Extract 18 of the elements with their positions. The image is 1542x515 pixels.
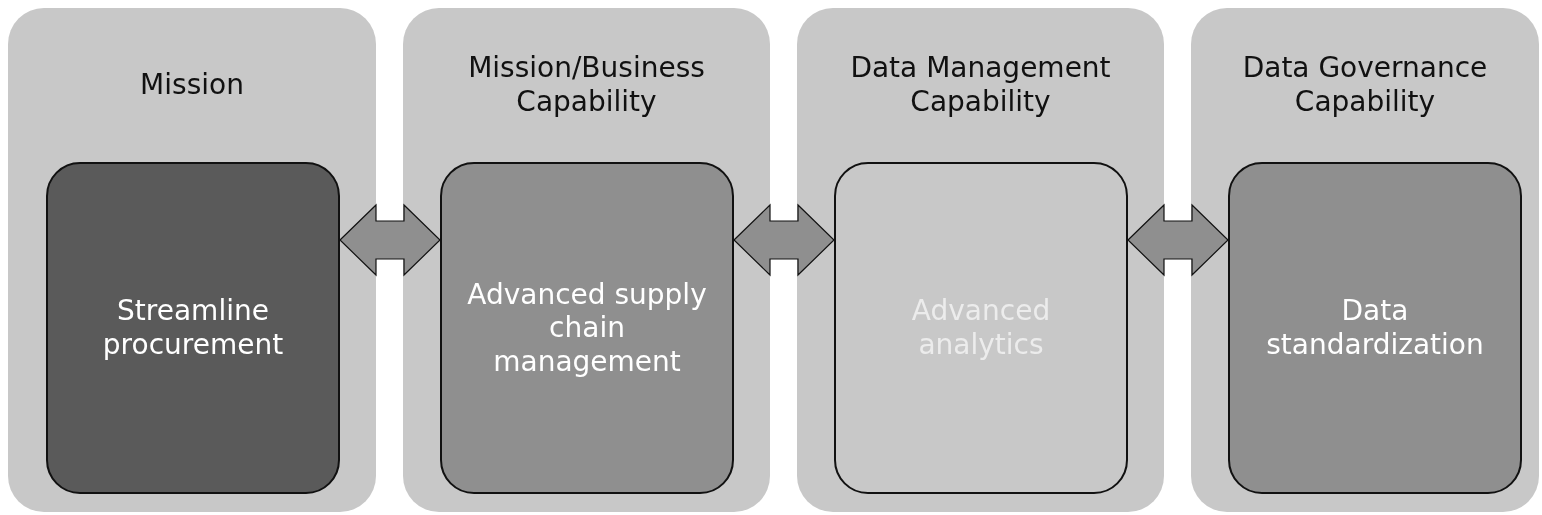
column-panel: [8, 8, 376, 512]
column-panel: [1191, 8, 1539, 512]
column-panel: [797, 8, 1164, 512]
capability-text: Streamline procurement: [101, 294, 285, 362]
capability-box: [834, 162, 1128, 494]
column-panel: [403, 8, 770, 512]
double-arrow: [733, 203, 835, 277]
column-heading: Data Governance Capability: [1241, 51, 1489, 119]
capability-text: Advanced supply chain management: [466, 277, 708, 379]
capability-box: [46, 162, 340, 494]
capability-box: [1228, 162, 1522, 494]
double-arrow: [1127, 203, 1229, 277]
double-arrow: [339, 203, 441, 277]
capability-box: [440, 162, 734, 494]
capability-text: Data standardization: [1265, 294, 1485, 362]
column-heading: Mission/Business Capability: [467, 51, 706, 119]
column-heading: Data Management Capability: [849, 51, 1112, 119]
column-heading: Mission: [140, 68, 244, 102]
